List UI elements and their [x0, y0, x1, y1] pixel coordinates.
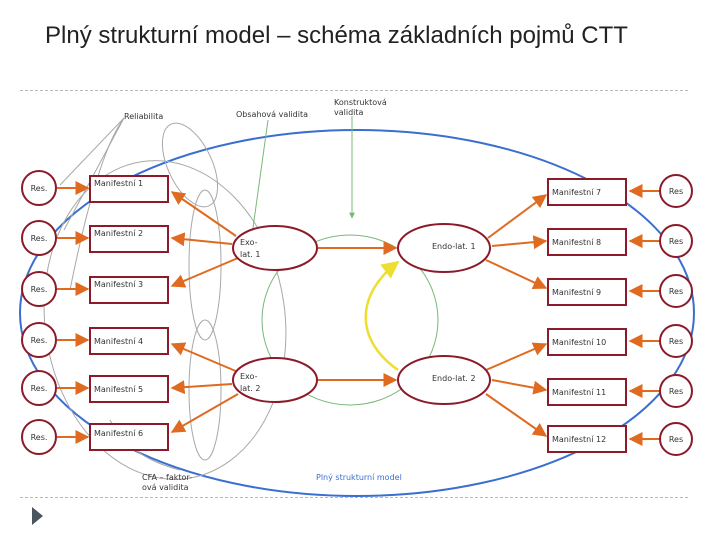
manifest-box-2: [89, 225, 169, 253]
manifest-box-12: [547, 425, 627, 453]
latent-exo-1-label-line2: lat. 1: [240, 250, 260, 259]
construct-validity-label-line2: validita: [334, 108, 364, 117]
arrow-endo2-m12: [485, 393, 548, 437]
residual-9: [659, 274, 693, 308]
bottom-divider: [20, 497, 688, 498]
residual-6: [21, 419, 57, 455]
residual-label-10: Res: [669, 337, 683, 346]
arrow-exo1-m3: [170, 257, 239, 288]
manifest-label-9: Manifestní 9: [552, 288, 601, 297]
validity-links: [249, 116, 439, 406]
latent-exo-1: [232, 225, 318, 271]
latent-exo-2-label-line1: Exo-: [240, 372, 258, 381]
content-validity-link: [249, 119, 269, 236]
manifest-box-4: [89, 327, 169, 355]
residuals-right: [659, 174, 693, 456]
arrow-exo2-m6: [170, 393, 239, 433]
reliability-outline-2: [188, 189, 222, 341]
manifest-label-2: Manifestní 2: [94, 229, 143, 238]
arrow-endo1-m9: [485, 259, 548, 290]
residual-label-8: Res: [669, 237, 683, 246]
latent-endo-2-label: Endo-lat. 2: [432, 374, 476, 383]
residual-8: [659, 224, 693, 258]
manifest-label-6: Manifestní 6: [94, 429, 143, 438]
residual-7: [659, 174, 693, 208]
residual-label-3: Res.: [31, 285, 48, 294]
cfa-label-line2: ová validita: [142, 483, 189, 492]
residual-5: [21, 370, 57, 406]
latent-nodes: [232, 223, 491, 405]
residual-label-1: Res.: [31, 184, 48, 193]
manifest-box-5: [89, 375, 169, 403]
residual-4: [21, 322, 57, 358]
full-model-ellipse: [19, 129, 695, 497]
residual-1: [21, 170, 57, 206]
manifest-box-10: [547, 328, 627, 356]
residual-label-6: Res.: [31, 433, 48, 442]
residual-label-7: Res: [669, 187, 683, 196]
manifest-label-8: Manifestní 8: [552, 238, 601, 247]
reliability-outline-1: [161, 122, 219, 208]
arrow-exo1-m2: [170, 232, 233, 247]
slide-title: Plný strukturní model – schéma základníc…: [45, 22, 628, 49]
next-slide-arrow-icon: [32, 507, 43, 525]
latent-exo-2: [232, 357, 318, 403]
arrow-endo1-m8: [491, 235, 548, 250]
residual-10: [659, 324, 693, 358]
arrow-endo2-m10: [485, 342, 548, 371]
manifest-box-8: [547, 228, 627, 256]
residual-label-9: Res: [669, 287, 683, 296]
reliability-outline-3: [188, 319, 222, 461]
latent-exo-1-label-line1: Exo-: [240, 238, 258, 247]
arrow-exo2-m4: [170, 342, 239, 373]
reliability-label: Reliabilita: [124, 112, 163, 121]
residual-label-4: Res.: [31, 336, 48, 345]
manifest-box-7: [547, 178, 627, 206]
residuals-left: [21, 170, 57, 455]
arrow-exo2-m5: [170, 380, 233, 395]
manifest-box-11: [547, 378, 627, 406]
construct-validity-label-line1: Konstruktová: [334, 98, 387, 107]
manifest-label-7: Manifestní 7: [552, 188, 601, 197]
content-validity-label: Obsahová validita: [236, 110, 308, 119]
structural-path-arrow: [364, 260, 400, 372]
loading-arrows: [57, 181, 660, 446]
manifest-label-1: Manifestní 1: [94, 179, 143, 188]
residual-label-2: Res.: [31, 234, 48, 243]
arrow-endo2-m11: [491, 379, 548, 395]
residual-3: [21, 271, 57, 307]
residual-11: [659, 374, 693, 408]
manifest-box-1: [89, 175, 169, 203]
manifest-box-6: [89, 423, 169, 451]
manifest-label-5: Manifestní 5: [94, 385, 143, 394]
residual-label-11: Res: [669, 387, 683, 396]
manifest-box-3: [89, 276, 169, 304]
manifest-label-3: Manifestní 3: [94, 280, 143, 289]
residual-label-5: Res.: [31, 384, 48, 393]
latent-endo-1-label: Endo-lat. 1: [432, 242, 476, 251]
residual-12: [659, 422, 693, 456]
residual-2: [21, 220, 57, 256]
manifest-boxes: [89, 175, 627, 453]
latent-endo-1: [397, 223, 491, 273]
arrow-exo1-m1: [170, 191, 237, 237]
manifest-label-10: Manifestní 10: [552, 338, 606, 347]
manifest-box-9: [547, 278, 627, 306]
cfa-label-line1: CFA – faktor-: [142, 473, 192, 482]
reliability-link-2: [63, 117, 125, 231]
manifest-label-11: Manifestní 11: [552, 388, 606, 397]
arrow-endo1-m7: [487, 194, 548, 239]
construct-validity-outline: [261, 234, 439, 406]
manifest-label-4: Manifestní 4: [94, 337, 143, 346]
latent-endo-2: [397, 355, 491, 405]
reliability-link-1: [59, 117, 125, 186]
residual-label-12: Res: [669, 435, 683, 444]
full-model-label: Plný strukturní model: [316, 473, 402, 482]
manifest-label-12: Manifestní 12: [552, 435, 606, 444]
latent-exo-2-label-line2: lat. 2: [240, 384, 260, 393]
top-divider: [20, 90, 688, 91]
